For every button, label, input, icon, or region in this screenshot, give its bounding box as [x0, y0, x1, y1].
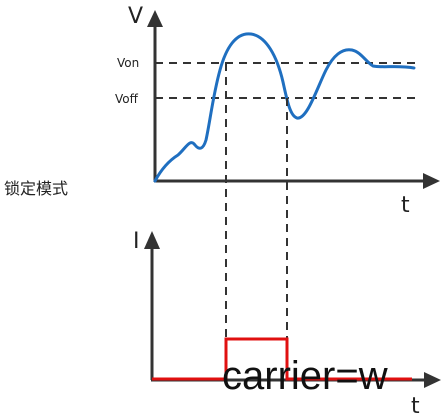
voltage-x-axis-arrow [423, 173, 440, 189]
watermark-text: carrier=w [222, 354, 388, 398]
voltage-plot: Von Voff V t [115, 4, 440, 218]
current-pulse [152, 337, 412, 381]
voltage-x-label: t [401, 193, 410, 218]
von-label: Von [117, 56, 139, 70]
current-x-axis-arrow [424, 372, 441, 388]
voltage-y-axis-arrow [147, 10, 163, 27]
current-x-label: t [411, 394, 420, 418]
voltage-curve [153, 32, 416, 183]
current-y-axis-arrow [144, 231, 160, 249]
current-y-label: I [133, 229, 140, 254]
voltage-y-label: V [128, 4, 143, 29]
mode-label: 锁定模式 [4, 179, 68, 198]
voff-label: Voff [115, 92, 139, 106]
current-plot: I t [133, 229, 441, 418]
